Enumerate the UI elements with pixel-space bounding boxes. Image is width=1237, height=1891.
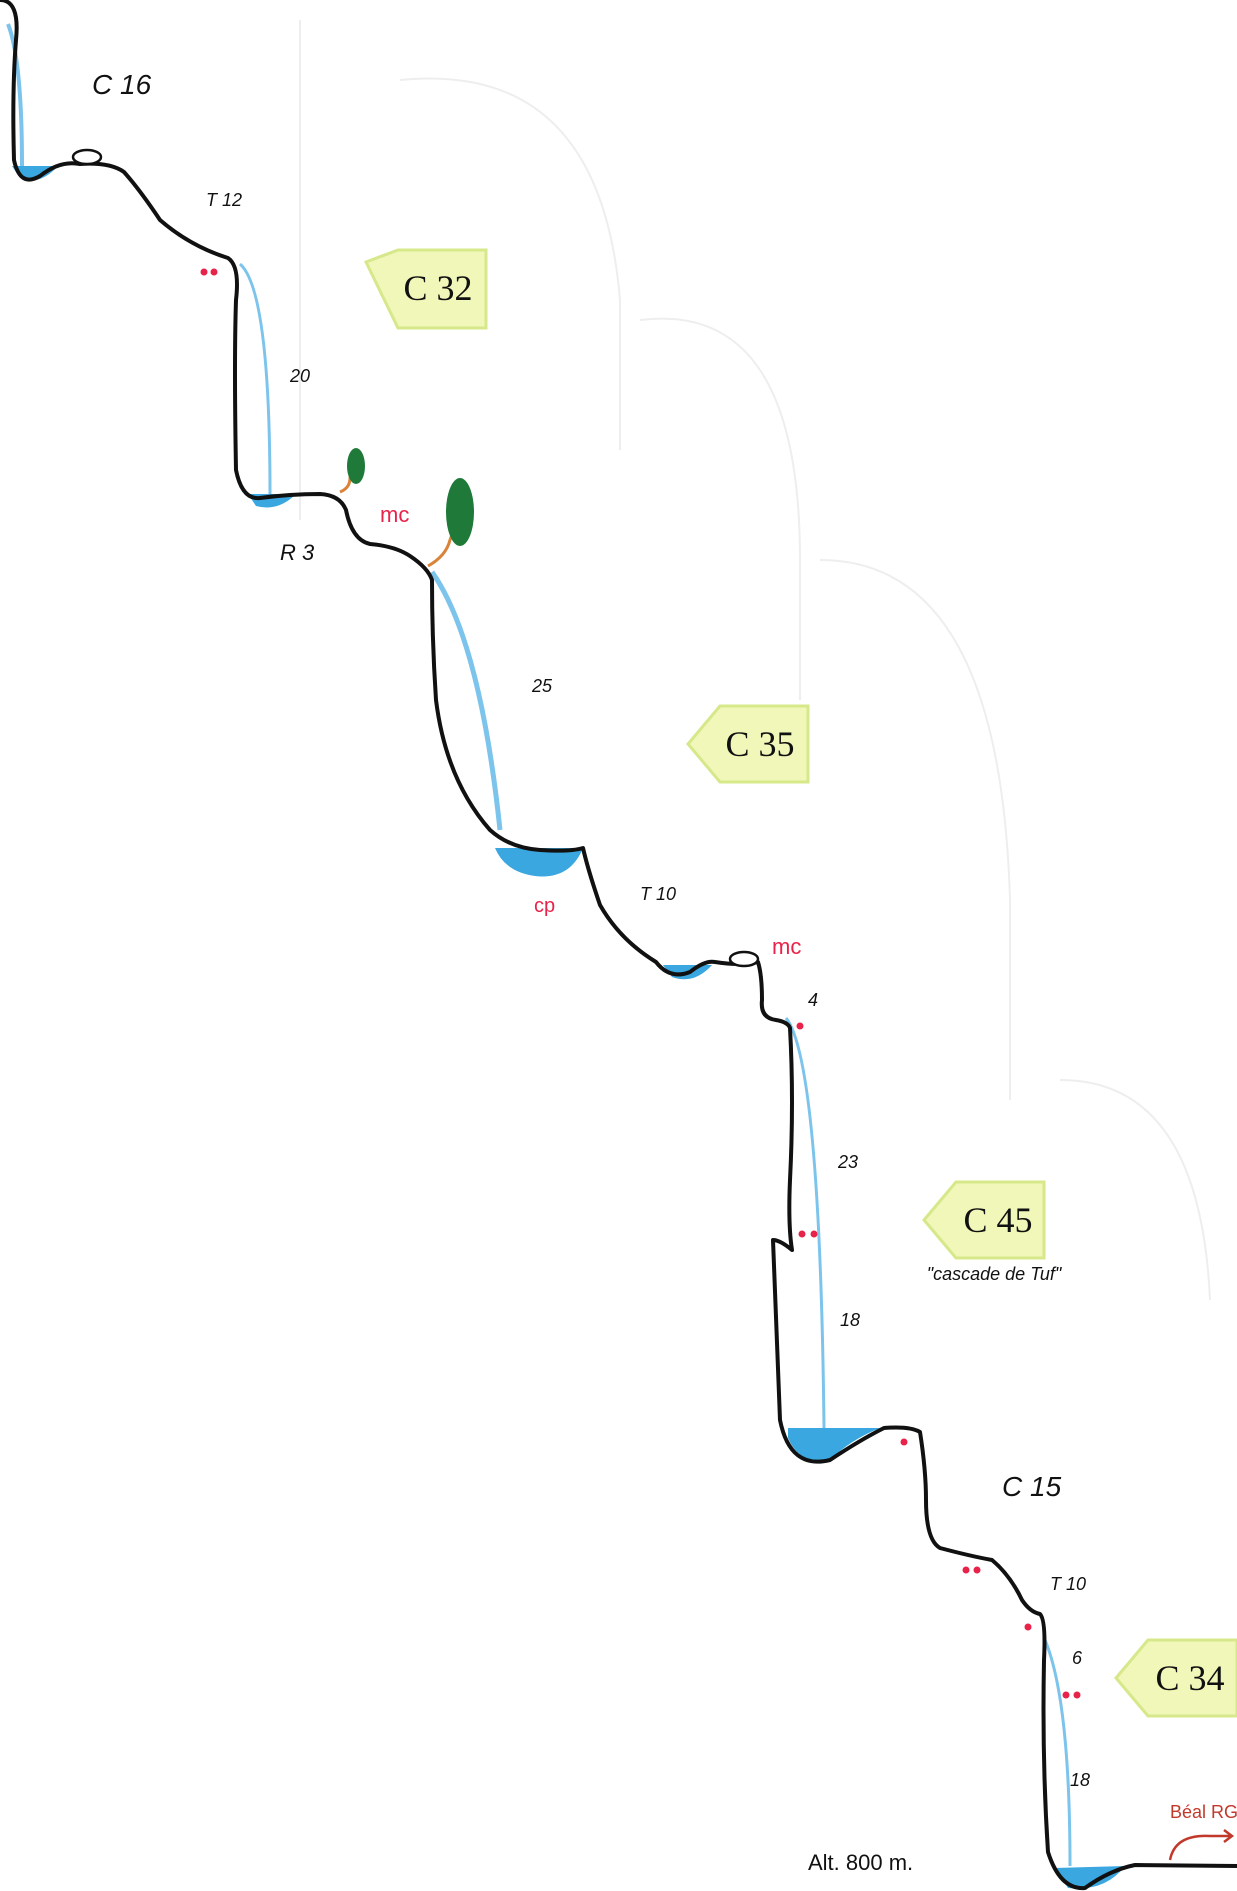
marker-cp: cp [534,895,555,917]
tag-c35-label: C 35 [725,724,794,764]
beal-arrow-icon [1168,1829,1235,1861]
anchor-dot [810,1230,818,1238]
waterfalls [6,23,1072,1867]
drop-label-18-a: 18 [840,1310,860,1330]
drop-label-t12: T 12 [206,190,242,210]
anchor-dot [1024,1623,1032,1631]
marker-mc-2: mc [772,934,801,959]
tag-c34-label: C 34 [1155,1658,1224,1698]
anchor-dot [973,1566,981,1574]
tag-c35: C 35 [686,704,810,784]
boulders [71,148,760,968]
tag-c32-label: C 32 [403,268,472,308]
beal-rg-label: Béal RG [1170,1802,1237,1822]
altitude-label: Alt. 800 m. [808,1850,913,1875]
drop-label-25: 25 [531,676,553,696]
drop-label-23: 23 [837,1152,858,1172]
drop-label-4: 4 [808,990,818,1010]
pool-3 [495,848,583,877]
anchors [200,268,1081,1699]
anchor-dot [798,1230,806,1238]
anchor-dot [962,1566,970,1574]
tag-c45-note: "cascade de Tuf" [927,1264,1063,1284]
drop-label-6: 6 [1072,1648,1083,1668]
tag-c45: C 45 [922,1180,1046,1260]
pool-5 [788,1428,880,1462]
anchor-dot [210,268,218,276]
water-pools [12,166,1125,1889]
drop-label-20: 20 [289,366,310,386]
drop-label-18-b: 18 [1070,1770,1090,1790]
waterfall-c32 [238,262,272,495]
waterfall-c35 [429,570,503,831]
section-label-c16: C 16 [92,69,152,100]
tag-c32: C 32 [363,248,488,330]
pool-6 [1055,1866,1125,1889]
drop-label-r3: R 3 [280,540,315,565]
anchor-dot [200,268,208,276]
anchor-dot [1062,1691,1070,1699]
anchor-dot [1073,1691,1081,1699]
waterfall-c16 [6,23,24,167]
waterfall-c45 [784,1017,826,1429]
background-guide-lines [299,20,1211,1301]
tag-c45-label: C 45 [963,1200,1032,1240]
tree-small [339,448,365,494]
drop-label-t10-a: T 10 [640,884,676,904]
waterfall-c34 [1043,1639,1072,1867]
anchor-dot [796,1022,804,1030]
boulder-1 [71,148,103,166]
anchor-dot [900,1438,908,1446]
tag-c34: C 34 [1114,1638,1237,1718]
boulder-2 [728,950,760,968]
tree-large [427,478,474,568]
drop-label-t10-b: T 10 [1050,1574,1086,1594]
marker-mc-1: mc [380,502,409,527]
section-label-c15: C 15 [1002,1471,1062,1502]
